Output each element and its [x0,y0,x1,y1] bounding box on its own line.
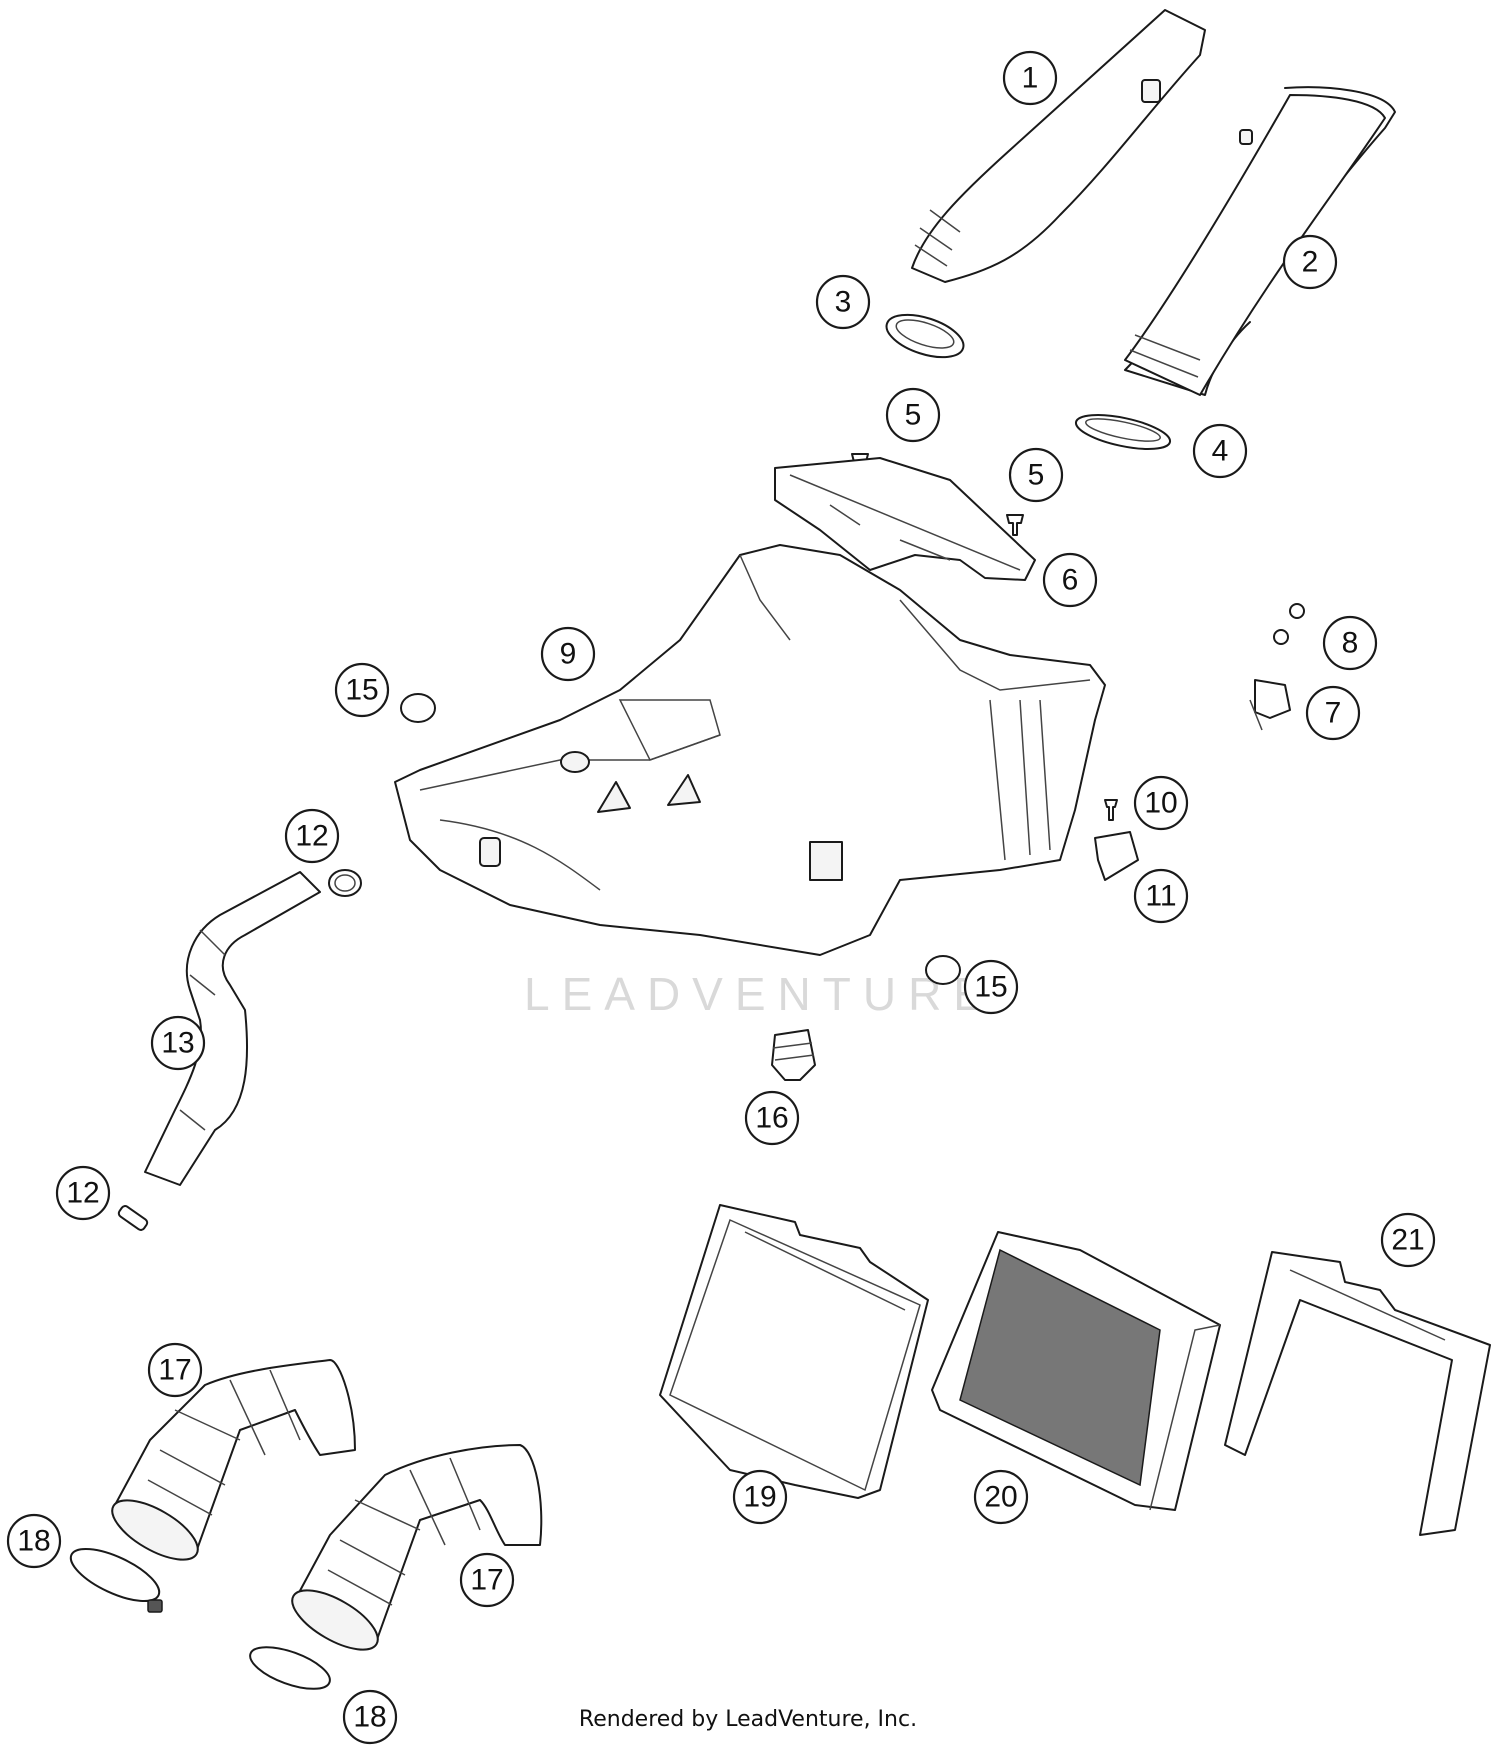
part-seal-ring-3 [885,313,965,359]
callout-17b: 17 [459,1552,515,1608]
svg-text:15: 15 [974,971,1007,1004]
part-screw-8b [1273,629,1289,645]
callout-5b: 5 [1008,447,1064,503]
svg-text:5: 5 [1028,459,1045,492]
callout-9: 9 [540,626,596,682]
callout-19: 19 [732,1469,788,1525]
callout-5a: 5 [885,387,941,443]
part-sensor [1249,679,1291,731]
callout-20: 20 [973,1469,1029,1525]
svg-text:10: 10 [1144,787,1177,820]
part-clip-11 [1094,831,1139,881]
part-intake-boot-17a [111,1359,356,1561]
svg-text:7: 7 [1325,697,1342,730]
svg-text:18: 18 [17,1525,50,1558]
part-screw-5b [1006,514,1024,536]
callout-18a: 18 [6,1513,62,1569]
part-drain-plug [771,1029,816,1081]
part-intake-duct-upper [911,9,1206,283]
svg-text:1: 1 [1022,62,1039,95]
callout-10: 10 [1133,775,1189,831]
callout-13: 13 [150,1015,206,1071]
part-cover-plate [774,457,1036,581]
part-intake-boot-17b [291,1444,543,1651]
callout-7: 7 [1305,685,1361,741]
svg-text:16: 16 [755,1102,788,1135]
part-hose-clamp-12a [328,869,362,897]
part-clamp-18b [249,1646,331,1690]
callout-8: 8 [1322,615,1378,671]
svg-text:20: 20 [984,1481,1017,1514]
part-filter-frame [659,1204,929,1499]
callout-11: 11 [1133,868,1189,924]
callout-15a: 15 [334,662,390,718]
svg-text:15: 15 [345,674,378,707]
svg-text:18: 18 [353,1701,386,1734]
callout-6: 6 [1042,552,1098,608]
callout-3: 3 [815,274,871,330]
svg-text:8: 8 [1342,627,1359,660]
svg-text:9: 9 [560,638,577,671]
part-clamp-18a [69,1547,163,1613]
render-credit: Rendered by LeadVenture, Inc. [579,1707,917,1732]
svg-text:3: 3 [835,286,852,319]
svg-text:13: 13 [161,1027,194,1060]
callout-2: 2 [1282,234,1338,290]
part-seal-ring-4 [1074,414,1172,450]
callout-17a: 17 [147,1342,203,1398]
svg-text:12: 12 [66,1177,99,1210]
part-hose-clamp-12b [117,1205,149,1231]
svg-text:5: 5 [905,399,922,432]
svg-text:2: 2 [1302,246,1319,279]
part-grommet-15b [925,955,961,985]
svg-text:17: 17 [158,1354,191,1387]
callout-16: 16 [744,1090,800,1146]
svg-text:11: 11 [1145,880,1176,913]
callout-15b: 15 [963,959,1019,1015]
part-air-filter-element [931,1231,1221,1511]
part-screw-10 [1104,799,1118,821]
part-filter-holder [1224,1251,1491,1536]
part-intake-duct-lower [1124,86,1396,396]
svg-text:12: 12 [295,820,328,853]
part-grommet-15a [400,693,436,723]
svg-text:17: 17 [470,1564,503,1597]
svg-text:6: 6 [1062,564,1079,597]
svg-text:21: 21 [1391,1224,1424,1257]
callout-12b: 12 [55,1165,111,1221]
part-screw-8a [1289,603,1305,619]
part-air-filter-box [394,544,1106,956]
watermark-text: LEADVENTURE [524,968,996,1020]
part-breather-hose [144,871,321,1186]
callout-21: 21 [1380,1212,1436,1268]
svg-text:19: 19 [743,1481,776,1514]
callout-1: 1 [1002,50,1058,106]
svg-text:4: 4 [1212,435,1229,468]
callout-12a: 12 [284,808,340,864]
callout-18b: 18 [342,1689,398,1745]
callout-4: 4 [1192,423,1248,479]
